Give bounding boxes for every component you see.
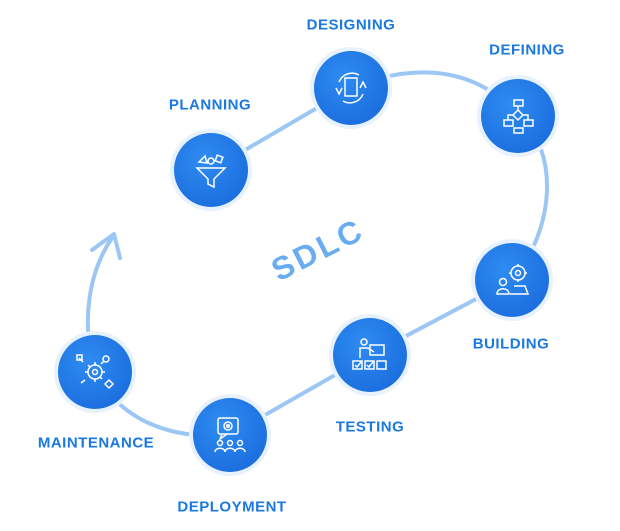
stage-label-building: BUILDING xyxy=(472,335,550,353)
flowchart-icon xyxy=(503,99,534,134)
stage-node-building[interactable] xyxy=(475,243,549,317)
stage-node-deployment[interactable] xyxy=(193,398,267,472)
arrow-head-icon xyxy=(90,232,122,260)
funnel-icon xyxy=(195,154,227,189)
gear-network-icon xyxy=(76,354,115,390)
team-chat-gear-icon xyxy=(214,417,246,453)
stage-label-testing: TESTING xyxy=(335,418,405,436)
stage-label-defining: DEFINING xyxy=(489,41,565,59)
stage-label-maintenance: MAINTENANCE xyxy=(37,434,155,452)
checklist-presenter-icon xyxy=(352,338,387,370)
developer-gear-icon xyxy=(496,264,530,295)
stage-label-planning: PLANNING xyxy=(168,96,252,114)
stage-label-deployment: DEPLOYMENT xyxy=(177,498,287,516)
stage-label-designing: DESIGNING xyxy=(306,16,396,34)
document-cycle-icon xyxy=(335,72,367,104)
stage-node-defining[interactable] xyxy=(481,79,555,153)
stage-node-planning[interactable] xyxy=(174,133,248,207)
stage-node-testing[interactable] xyxy=(333,318,407,392)
stage-node-designing[interactable] xyxy=(314,51,388,125)
stage-node-maintenance[interactable] xyxy=(58,335,132,409)
